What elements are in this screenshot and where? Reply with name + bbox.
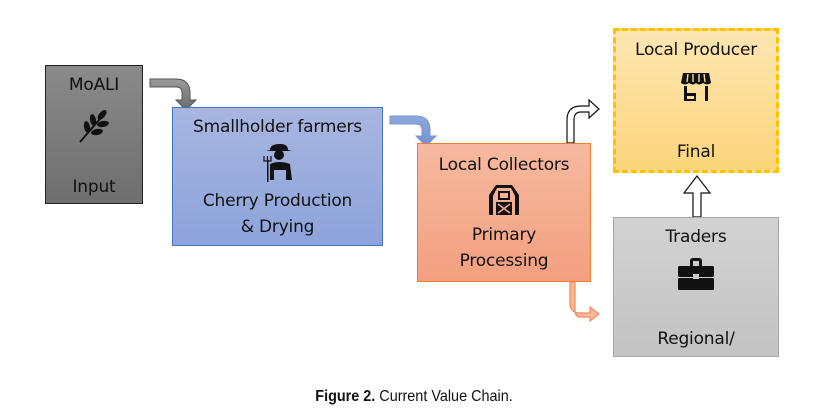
arrow-traders-to-producer [682, 175, 712, 218]
barn-icon [489, 185, 519, 215]
node-collectors-subtitle-1: Primary [471, 225, 537, 245]
arrow-moali-to-smallholder [149, 78, 198, 111]
node-moali-title: MoALI [68, 75, 120, 95]
node-collectors-subtitle-2: Processing [459, 251, 549, 271]
node-moali-subtitle: Input [72, 177, 116, 197]
node-smallholder-title: Smallholder farmers [193, 117, 362, 137]
wheat-icon [79, 110, 109, 143]
farmer-icon [262, 144, 292, 182]
node-producer-subtitle: Final [676, 142, 716, 162]
arrow-collectors-to-producer [566, 98, 600, 144]
arrow-collectors-to-traders [569, 281, 600, 323]
node-traders-subtitle: Regional/ [657, 329, 735, 349]
figure-caption-text: Current Value Chain. [375, 388, 513, 405]
node-traders: Traders Regional/ [613, 217, 779, 357]
node-local-producer: Local Producer Final [613, 28, 779, 173]
figure-caption: Figure 2. Current Value Chain. [41, 388, 786, 406]
node-moali: MoALI Input [45, 65, 143, 204]
storefront-icon [681, 73, 711, 101]
node-collectors-title: Local Collectors [438, 155, 570, 175]
node-smallholder: Smallholder farmers Cherry Production & … [172, 107, 383, 246]
node-traders-title: Traders [665, 227, 727, 247]
figure-caption-label: Figure 2. [315, 388, 376, 405]
node-smallholder-subtitle-1: Cherry Production [202, 191, 353, 211]
briefcase-icon [678, 258, 714, 290]
node-smallholder-subtitle-2: & Drying [240, 217, 315, 237]
node-local-collectors: Local Collectors Primary Processing [417, 143, 591, 282]
arrow-smallholder-to-collectors [389, 115, 438, 147]
node-producer-title: Local Producer [635, 40, 757, 60]
